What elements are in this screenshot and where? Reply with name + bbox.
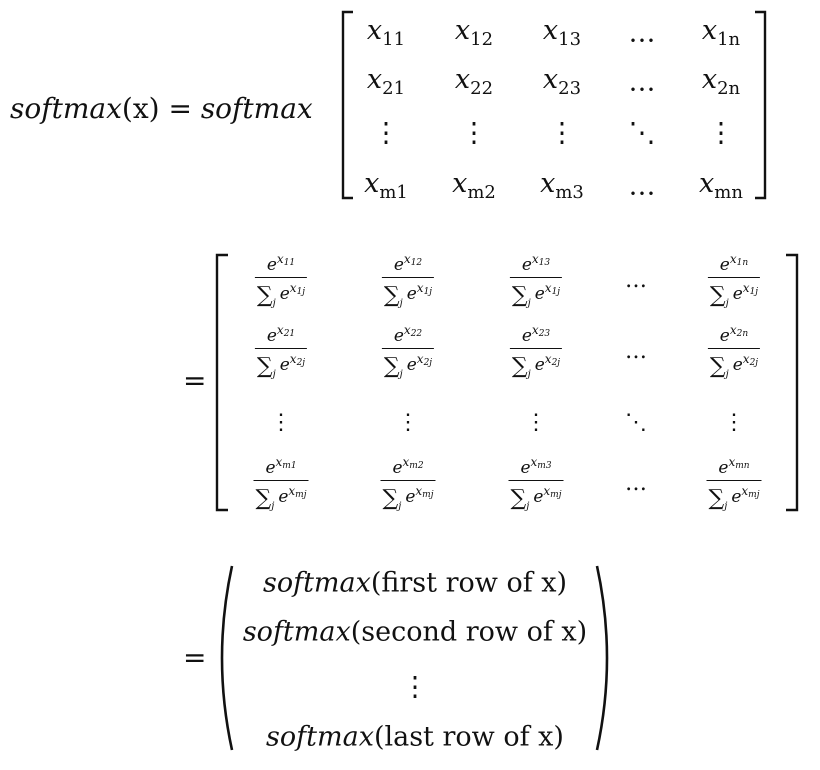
x-matrix-cell: x11 bbox=[366, 15, 406, 50]
lhs-func: softmax bbox=[10, 92, 122, 125]
x-matrix-cell: ⋮ bbox=[548, 117, 576, 149]
lhs-equals: = bbox=[168, 92, 192, 125]
equals-3: = bbox=[183, 641, 207, 674]
x-matrix-cell: xm3 bbox=[540, 168, 584, 203]
frac-matrix-ellipsis: ⋮ bbox=[723, 410, 745, 435]
vector-row: softmax(first row of x) bbox=[262, 567, 568, 599]
frac-matrix-right-bracket bbox=[786, 253, 799, 512]
x-matrix-cell: xm2 bbox=[452, 168, 496, 203]
x-matrix-right-bracket bbox=[755, 10, 767, 200]
x-matrix-cell: xmn bbox=[699, 168, 743, 203]
frac-matrix-ellipsis: … bbox=[625, 339, 647, 364]
equals-2: = bbox=[183, 364, 207, 397]
vector-row: ⋮ bbox=[401, 671, 429, 703]
x-matrix-cell: x1n bbox=[701, 15, 741, 50]
frac-matrix-ellipsis: ⋮ bbox=[397, 410, 419, 435]
matrix-func: softmax bbox=[200, 92, 313, 125]
x-matrix-cell: ⋮ bbox=[707, 117, 735, 149]
x-matrix-cell: x2n bbox=[701, 64, 741, 99]
frac-matrix-ellipsis: … bbox=[625, 471, 647, 496]
frac-matrix-ellipsis: ⋱ bbox=[625, 410, 647, 435]
frac-matrix-ellipsis: … bbox=[625, 268, 647, 293]
x-matrix-cell: ⋱ bbox=[628, 117, 656, 149]
vector-right-paren bbox=[595, 565, 609, 751]
lhs-expression: softmax(x) = softmax bbox=[10, 92, 313, 125]
x-matrix-left-bracket bbox=[341, 10, 353, 200]
vector-row: softmax(last row of x) bbox=[266, 721, 564, 753]
vector-row: softmax(second row of x) bbox=[242, 616, 588, 648]
frac-matrix-left-bracket bbox=[215, 253, 228, 512]
x-matrix-cell: … bbox=[628, 66, 656, 98]
frac-matrix-ellipsis: ⋮ bbox=[525, 410, 547, 435]
x-matrix-cell: ⋮ bbox=[460, 117, 488, 149]
x-matrix-cell: x22 bbox=[454, 64, 494, 99]
frac-matrix-ellipsis: ⋮ bbox=[270, 410, 292, 435]
x-matrix-cell: x12 bbox=[454, 15, 494, 50]
x-matrix-cell: x23 bbox=[542, 64, 582, 99]
x-matrix-cell: … bbox=[628, 17, 656, 49]
x-matrix-cell: x13 bbox=[542, 15, 582, 50]
lhs-arg: (x) bbox=[121, 92, 160, 125]
x-matrix-cell: ⋮ bbox=[372, 117, 400, 149]
x-matrix-cell: x21 bbox=[366, 64, 406, 99]
x-matrix-cell: xm1 bbox=[364, 168, 408, 203]
x-matrix-cell: … bbox=[628, 170, 656, 202]
vector-left-paren bbox=[220, 565, 234, 751]
